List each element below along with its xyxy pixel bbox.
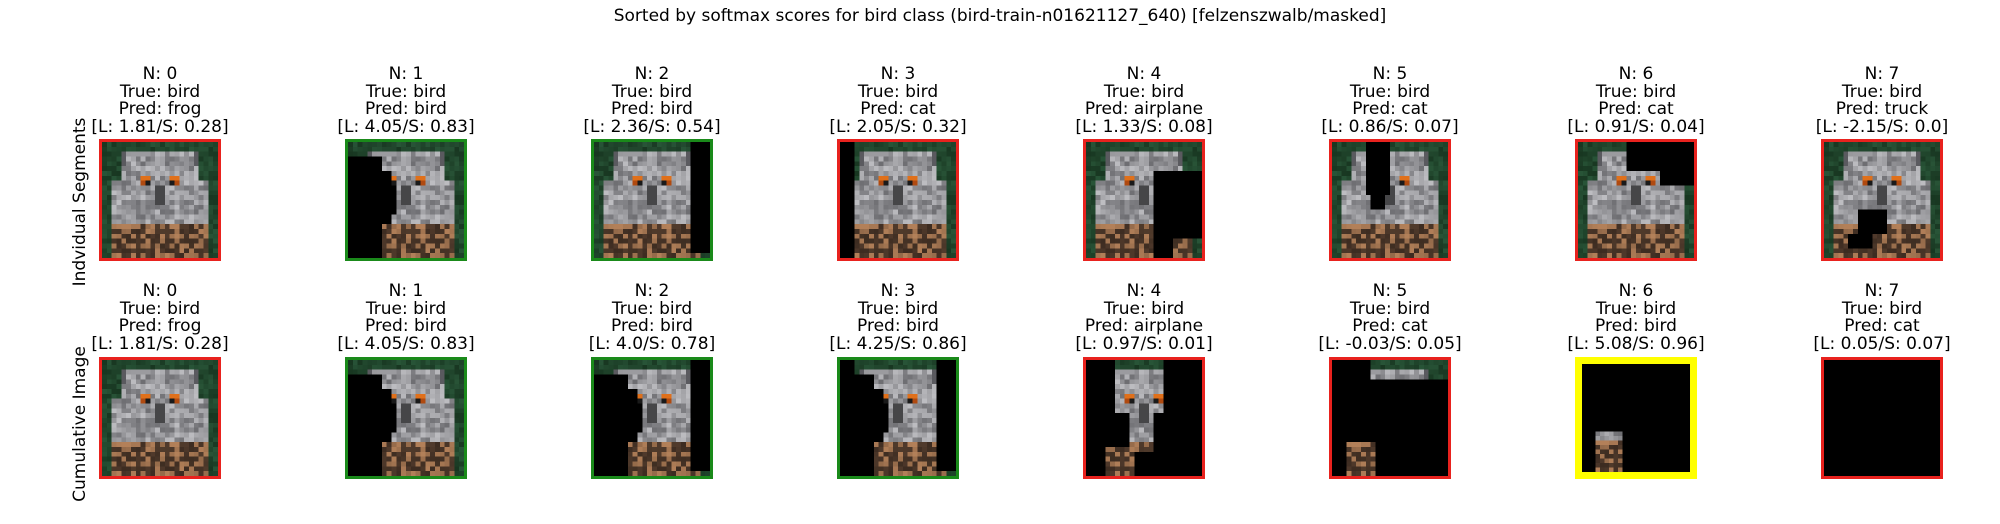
panel-title-n: N: 6 <box>1536 283 1736 301</box>
panel-title-scores: [L: -2.15/S: 0.0] <box>1782 119 1982 137</box>
figure: Sorted by softmax scores for bird class … <box>0 0 2000 500</box>
masked-owl-image <box>1086 360 1202 476</box>
image-panel <box>1821 139 1943 261</box>
panel-title-scores: [L: 0.91/S: 0.04] <box>1536 119 1736 137</box>
panel-title-n: N: 0 <box>60 283 260 301</box>
image-panel <box>1329 139 1451 261</box>
masked-owl-image <box>1332 142 1448 258</box>
masked-owl-image <box>1824 360 1940 476</box>
panel-title-pred: Pred: frog <box>60 318 260 336</box>
image-panel <box>99 357 221 479</box>
panel-title-n: N: 1 <box>306 66 506 84</box>
image-panel <box>837 357 959 479</box>
panel-title-scores: [L: 0.86/S: 0.07] <box>1290 119 1490 137</box>
panel-title-n: N: 7 <box>1782 283 1982 301</box>
image-panel <box>591 139 713 261</box>
panel-title-n: N: 0 <box>60 66 260 84</box>
masked-owl-image <box>594 142 710 258</box>
masked-owl-image <box>1582 364 1690 472</box>
image-panel <box>345 139 467 261</box>
panel-title-n: N: 3 <box>798 66 998 84</box>
panel-title-n: N: 4 <box>1044 283 1244 301</box>
masked-owl-image <box>840 360 956 476</box>
panel-title-pred: Pred: bird <box>552 101 752 119</box>
panel-title-scores: [L: 2.05/S: 0.32] <box>798 119 998 137</box>
panel-title-pred: Pred: cat <box>1782 318 1982 336</box>
panel-title-n: N: 4 <box>1044 66 1244 84</box>
masked-owl-image <box>348 142 464 258</box>
panel-title-pred: Pred: cat <box>1290 318 1490 336</box>
panel-title-scores: [L: 1.81/S: 0.28] <box>60 336 260 354</box>
figure-title: Sorted by softmax scores for bird class … <box>0 6 2000 26</box>
panel-title-pred: Pred: bird <box>798 318 998 336</box>
image-panel <box>1329 357 1451 479</box>
masked-owl-image <box>102 360 218 476</box>
panel-title-pred: Pred: bird <box>306 318 506 336</box>
panel-title-scores: [L: 4.05/S: 0.83] <box>306 119 506 137</box>
panel-title-pred: Pred: frog <box>60 101 260 119</box>
masked-owl-image <box>1824 142 1940 258</box>
panel-title-pred: Pred: bird <box>552 318 752 336</box>
masked-owl-image <box>840 142 956 258</box>
panel-title-scores: [L: 1.81/S: 0.28] <box>60 119 260 137</box>
panel-title-scores: [L: 0.97/S: 0.01] <box>1044 336 1244 354</box>
panel-title-n: N: 2 <box>552 66 752 84</box>
panel-title-pred: Pred: airplane <box>1044 318 1244 336</box>
panel-title-n: N: 2 <box>552 283 752 301</box>
masked-owl-image <box>594 360 710 476</box>
panel-title-n: N: 6 <box>1536 66 1736 84</box>
panel-title-n: N: 7 <box>1782 66 1982 84</box>
panel-title-scores: [L: 1.33/S: 0.08] <box>1044 119 1244 137</box>
image-panel <box>837 139 959 261</box>
masked-owl-image <box>1578 142 1694 258</box>
image-panel <box>99 139 221 261</box>
panel-title-pred: Pred: bird <box>306 101 506 119</box>
panel-title-n: N: 5 <box>1290 66 1490 84</box>
panel-title-scores: [L: 2.36/S: 0.54] <box>552 119 752 137</box>
panel-title-scores: [L: -0.03/S: 0.05] <box>1290 336 1490 354</box>
image-panel <box>345 357 467 479</box>
image-panel <box>1083 139 1205 261</box>
image-panel <box>1575 139 1697 261</box>
panel-title-scores: [L: 4.05/S: 0.83] <box>306 336 506 354</box>
panel-title-scores: [L: 5.08/S: 0.96] <box>1536 336 1736 354</box>
panel-title-pred: Pred: cat <box>798 101 998 119</box>
panel-title-pred: Pred: cat <box>1536 101 1736 119</box>
panel-title-pred: Pred: truck <box>1782 101 1982 119</box>
panel-title-scores: [L: 4.25/S: 0.86] <box>798 336 998 354</box>
image-panel <box>1575 357 1697 479</box>
masked-owl-image <box>348 360 464 476</box>
image-panel <box>1821 357 1943 479</box>
image-panel <box>1083 357 1205 479</box>
panel-title-pred: Pred: bird <box>1536 318 1736 336</box>
panel-title-pred: Pred: cat <box>1290 101 1490 119</box>
panel-title-scores: [L: 0.05/S: 0.07] <box>1782 336 1982 354</box>
masked-owl-image <box>1332 360 1448 476</box>
image-panel <box>591 357 713 479</box>
masked-owl-image <box>1086 142 1202 258</box>
panel-title-n: N: 5 <box>1290 283 1490 301</box>
masked-owl-image <box>102 142 218 258</box>
panel-title-pred: Pred: airplane <box>1044 101 1244 119</box>
row-label-cumulative: Cumulative Image <box>70 324 90 524</box>
panel-title-n: N: 3 <box>798 283 998 301</box>
panel-title-scores: [L: 4.0/S: 0.78] <box>552 336 752 354</box>
panel-title-n: N: 1 <box>306 283 506 301</box>
